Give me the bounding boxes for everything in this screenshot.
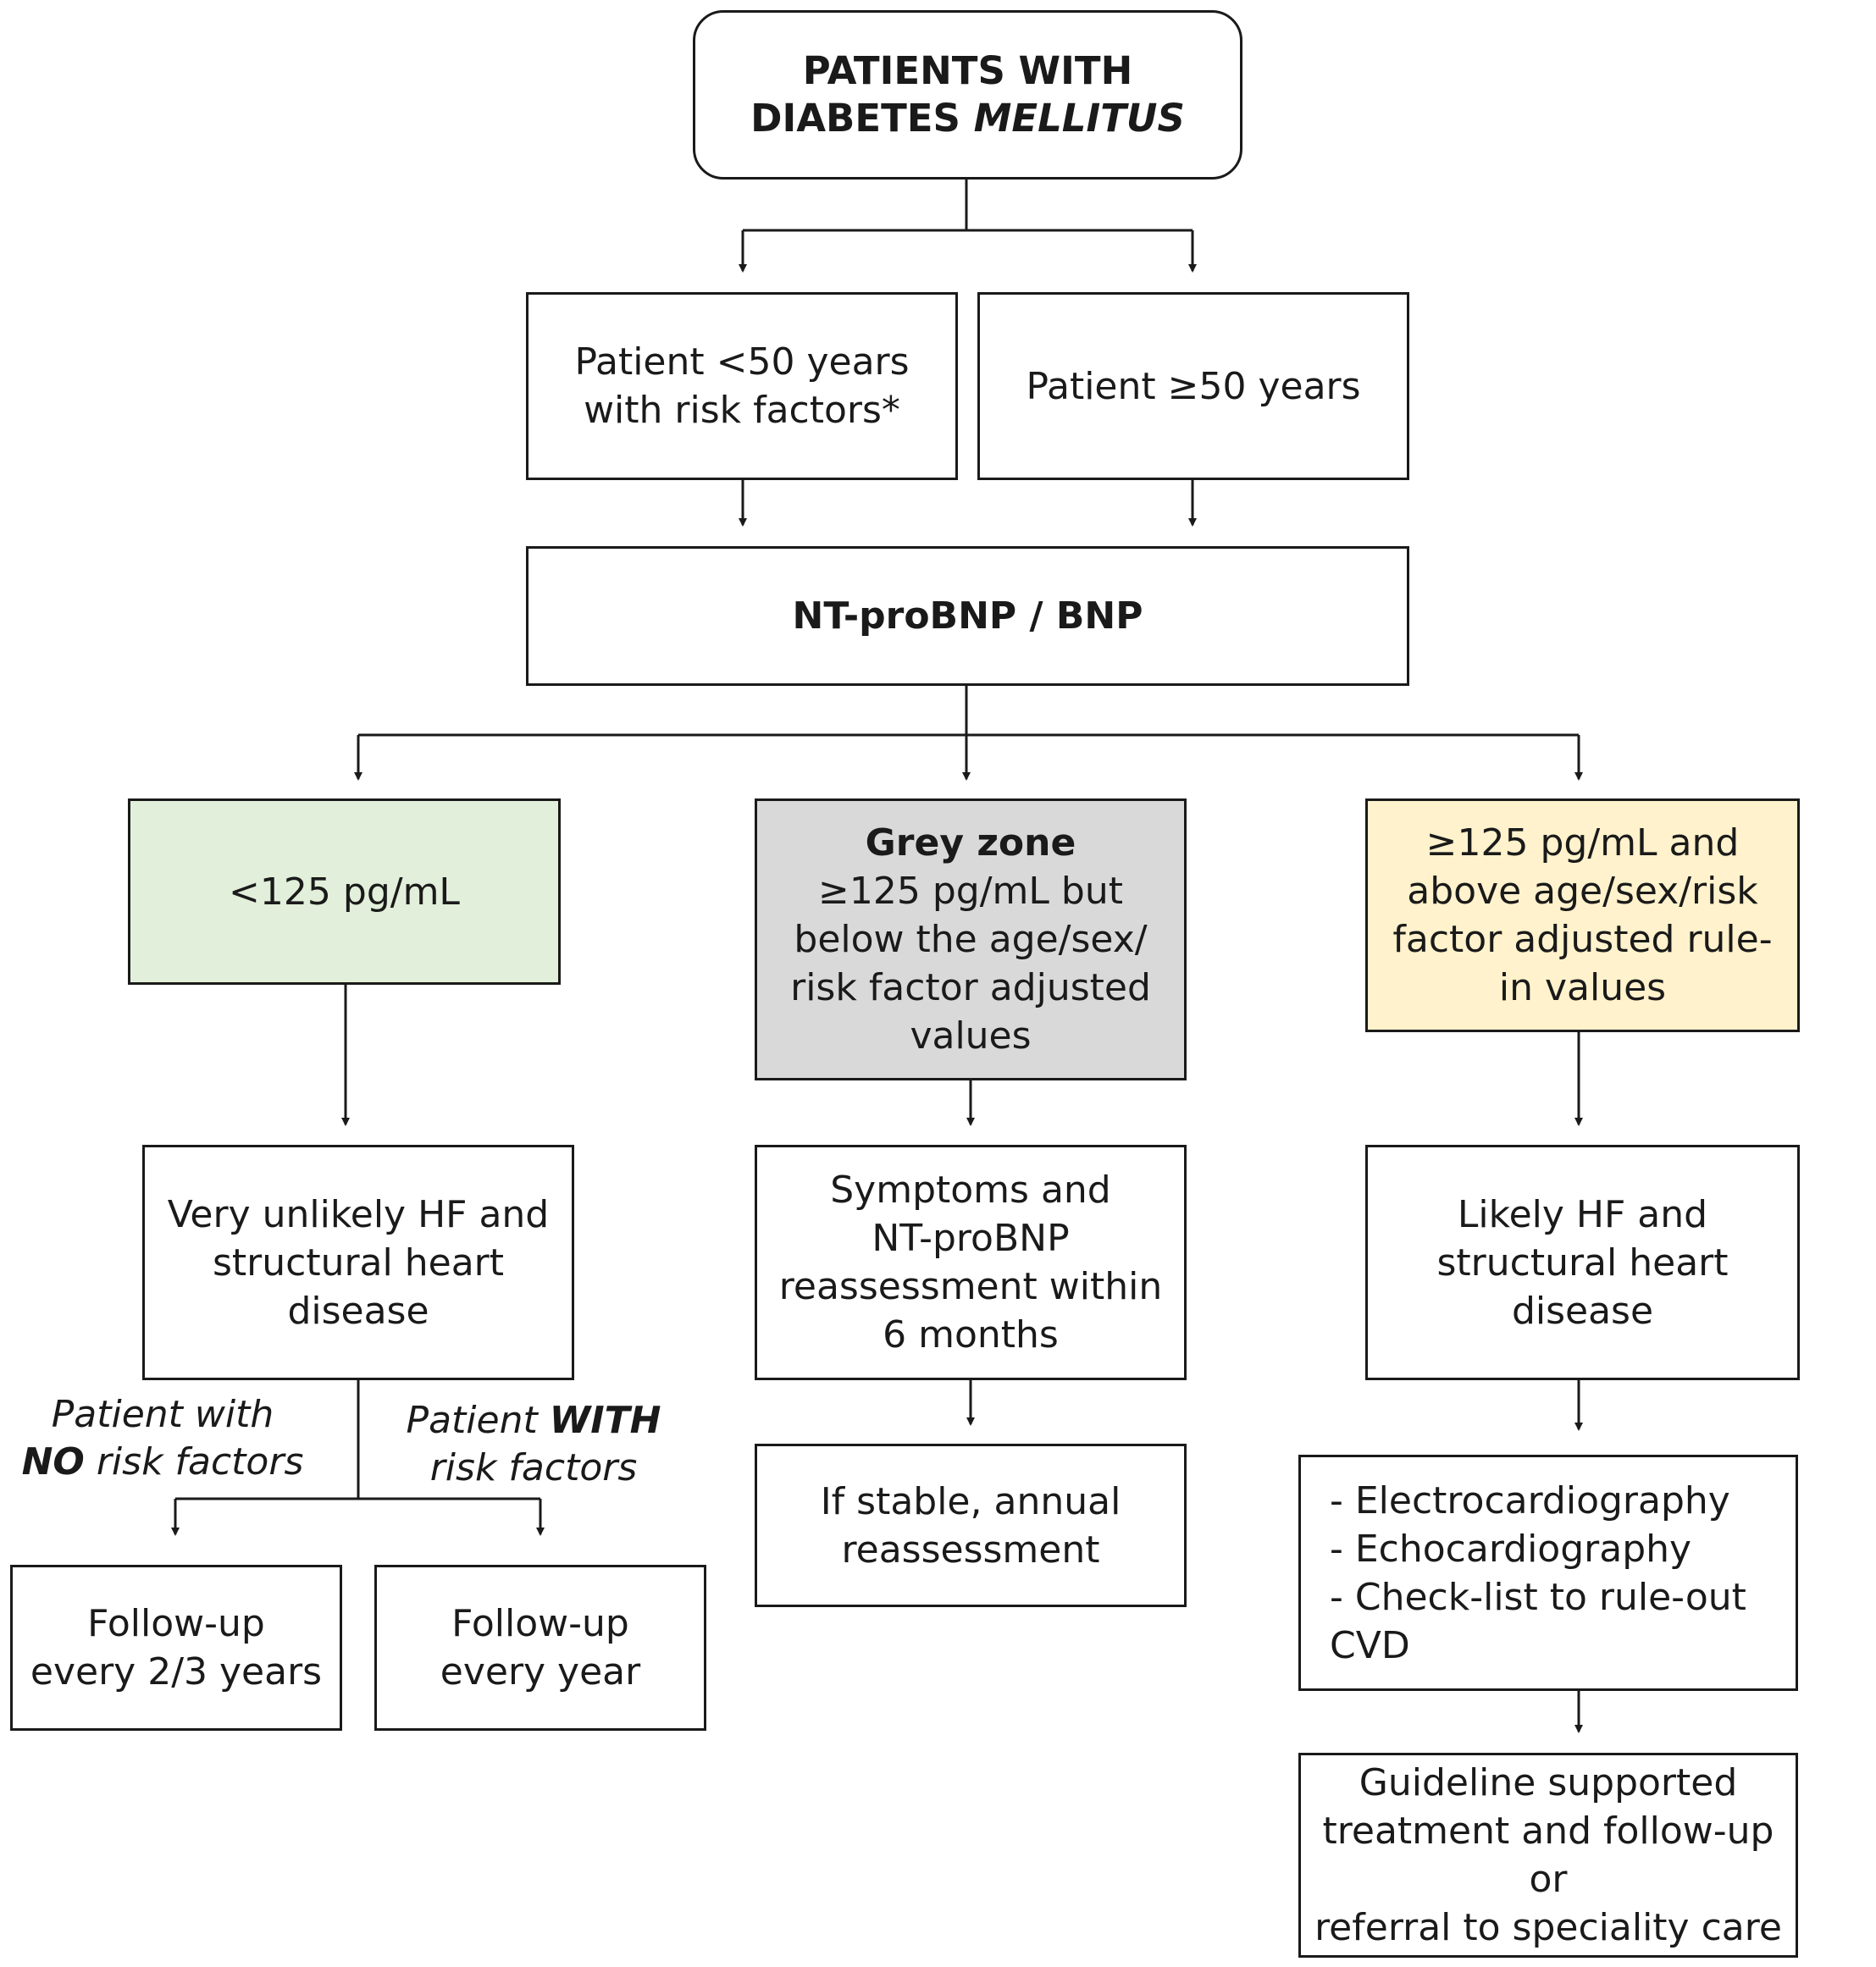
likely-hf-box: Likely HF and structural heart disease [1365,1145,1800,1380]
grey-zone-line2: below the age/sex/ [794,918,1148,961]
low-result-box: <125 pg/mL [128,798,561,985]
unlikely-hf-line2: structural heart [212,1240,504,1285]
annual-reassessment-box: If stable, annual reassessment [755,1444,1187,1607]
with-risk-prefix: Patient [406,1399,550,1442]
title-line1: PATIENTS WITH [802,48,1133,93]
reassessment-line2: NT-proBNP [872,1217,1070,1260]
with-risk-factors-label: Patient WITH risk factors [385,1397,682,1492]
unlikely-hf-box: Very unlikely HF and structural heart di… [142,1145,574,1380]
no-risk-line2: NO risk factors [10,1439,315,1486]
high-result-line4: in values [1498,966,1667,1009]
followup-yearly-box: Follow-up every year [374,1565,706,1731]
annual-line1: If stable, annual [820,1479,1121,1523]
treatment-line3: referral to speciality care [1314,1906,1782,1949]
test-item-ecg: - Electrocardiography [1330,1478,1730,1522]
title-line2-italic: MELLITUS [973,96,1185,141]
likely-hf-line3: disease [1511,1289,1654,1333]
age-50-plus-box: Patient ≥50 years [977,292,1409,480]
no-risk-emphasis: NO [21,1440,85,1484]
diagnostic-tests-box: - Electrocardiography - Echocardiography… [1298,1455,1798,1691]
grey-zone-line3: risk factor adjusted [790,966,1151,1009]
likely-hf-line1: Likely HF and [1457,1192,1708,1236]
reassessment-line1: Symptoms and [830,1169,1111,1212]
with-risk-line2: risk factors [429,1446,638,1489]
annual-line2: reassessment [841,1528,1100,1572]
reassessment-line3: reassessment within [778,1265,1163,1308]
age-under-50-line2: with risk factors* [584,389,900,432]
likely-hf-line2: structural heart [1436,1240,1729,1285]
reassessment-line4: 6 months [883,1313,1059,1356]
grey-zone-heading: Grey zone [865,821,1076,865]
followup-2-3-line2: every 2/3 years [30,1650,323,1693]
test-item-checklist: - Check-list to rule-out CVD [1330,1575,1746,1667]
followup-2-3-years-box: Follow-up every 2/3 years [10,1565,342,1731]
followup-2-3-line1: Follow-up [87,1602,265,1645]
high-result-line1: ≥125 pg/mL and [1425,821,1740,865]
age-under-50-line1: Patient <50 years [574,340,910,384]
grey-zone-line1: ≥125 pg/mL but [818,870,1123,913]
no-risk-factors-label: Patient with NO risk factors [10,1391,315,1486]
reassessment-box: Symptoms and NT-proBNP reassessment with… [755,1145,1187,1380]
age-50-plus-line1: Patient ≥50 years [1026,364,1361,408]
with-risk-emphasis: WITH [549,1399,661,1442]
title-line2: DIABETES MELLITUS [750,95,1185,142]
treatment-box: Guideline supported treatment and follow… [1298,1753,1798,1958]
title-box: PATIENTS WITH DIABETES MELLITUS [693,10,1242,180]
treatment-line2: treatment and follow-up or [1322,1810,1774,1901]
high-result-line2: above age/sex/risk [1407,870,1758,913]
with-risk-line1: Patient WITH [385,1397,682,1445]
followup-yearly-line2: every year [440,1650,641,1693]
title-line2-prefix: DIABETES [750,96,974,141]
grey-zone-line4: values [910,1014,1032,1058]
high-result-line3: factor adjusted rule- [1392,918,1773,961]
grey-zone-box: Grey zone ≥125 pg/mL but below the age/s… [755,798,1187,1080]
high-result-box: ≥125 pg/mL and above age/sex/risk factor… [1365,798,1800,1032]
no-risk-rest: risk factors [84,1440,304,1484]
test-box: NT-proBNP / BNP [526,546,1409,686]
treatment-line1: Guideline supported [1359,1761,1738,1804]
unlikely-hf-line3: disease [287,1289,429,1333]
unlikely-hf-line1: Very unlikely HF and [167,1192,550,1236]
low-result-label: <125 pg/mL [229,870,460,914]
no-risk-line1: Patient with [51,1393,274,1436]
age-under-50-box: Patient <50 years with risk factors* [526,292,958,480]
followup-yearly-line1: Follow-up [451,1602,629,1645]
test-item-echo: - Echocardiography [1330,1527,1692,1571]
test-label: NT-proBNP / BNP [792,594,1143,638]
